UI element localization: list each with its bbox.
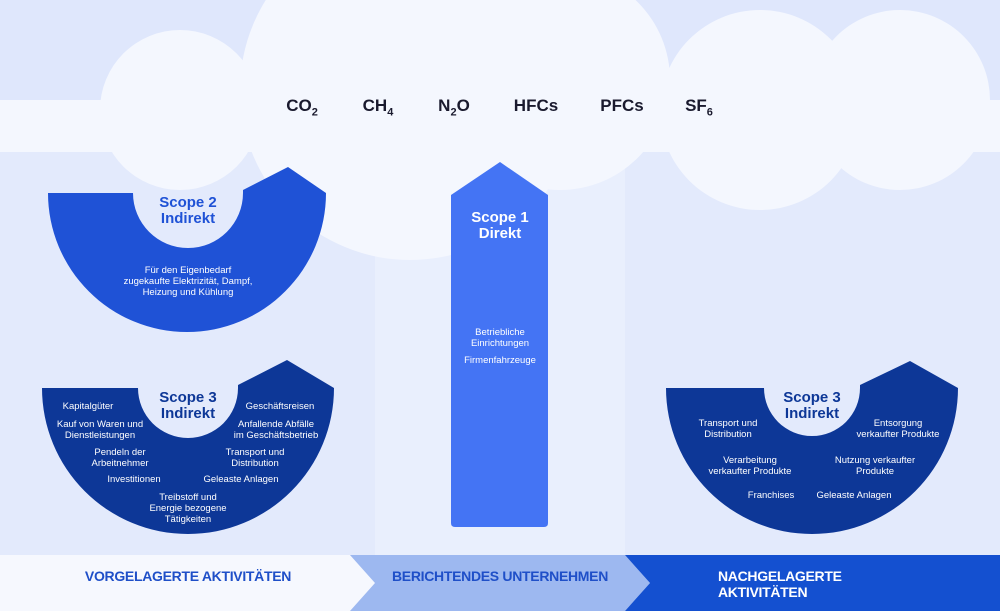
scope1-item: Firmenfahrzeuge: [464, 355, 536, 366]
gas-sf6: SF6: [685, 96, 713, 119]
band-downstream: [625, 555, 1000, 611]
gas-n2o: N2O: [438, 96, 470, 119]
scope3-item: Geleaste Anlagen: [816, 490, 892, 501]
band-upstream-label: VORGELAGERTE AKTIVITÄTEN: [84, 568, 292, 584]
scope3-downstream-shape: [666, 361, 958, 534]
scope3-item: Investitionen: [107, 474, 161, 485]
scope3-item: Kapitalgüter: [62, 401, 114, 412]
scope3-item: Geleaste Anlagen: [203, 474, 279, 485]
gas-hfcs: HFCs: [513, 96, 559, 115]
gas-co2: CO2: [286, 96, 318, 119]
band-reporting: [350, 555, 650, 611]
scope3-item: Franchises: [747, 490, 795, 501]
scope1-arrow-shape: [451, 162, 548, 527]
scope2-shape: [48, 167, 326, 332]
band-downstream-label: NACHGELAGERTE AKTIVITÄTEN: [718, 568, 842, 600]
gas-pfcs: PFCs: [600, 96, 644, 115]
scope3-item: Geschäftsreisen: [245, 401, 315, 412]
gas-ch4: CH4: [362, 96, 394, 119]
band-reporting-label: BERICHTENDES UNTERNEHMEN: [391, 568, 609, 584]
scope3-upstream-shape: [42, 360, 334, 534]
